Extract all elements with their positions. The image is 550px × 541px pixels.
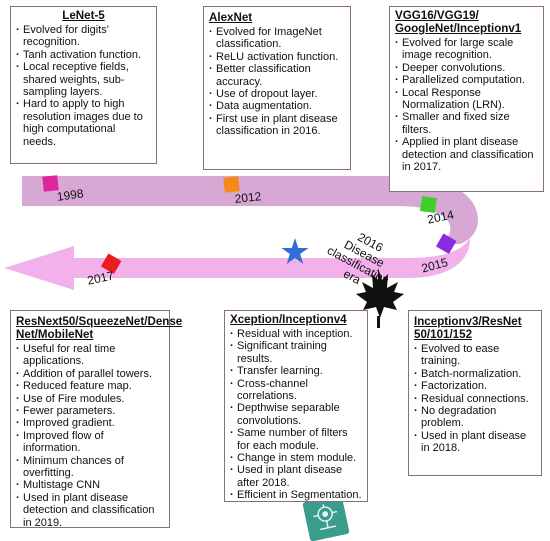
- box-vgg-item: Evolved for large scale image recognitio…: [395, 37, 538, 62]
- box-alexnet-title: AlexNet: [209, 11, 253, 24]
- box-lenet-item: Tanh activation function.: [16, 49, 151, 62]
- box-vgg-title: VGG16/VGG19/ GoogleNet/Inceptionv1: [395, 9, 522, 35]
- box-inceptionv3-item: Factorization.: [414, 380, 536, 393]
- box-alexnet-list: Evolved for ImageNet classification. ReL…: [209, 26, 345, 138]
- box-xception-item: Same number of filters for each module.: [230, 427, 362, 452]
- box-inceptionv3-list: Evolved to ease training. Batch-normaliz…: [414, 343, 536, 455]
- year-label-2012: 2012: [234, 189, 263, 206]
- box-lenet-item: Evolved for digits' recognition.: [16, 24, 151, 49]
- star-icon: [281, 238, 309, 264]
- box-xception-title: Xception/Inceptionv4: [230, 313, 347, 326]
- box-resnext: ResNext50/SqueezeNet/Dense Net/MobileNet…: [10, 310, 183, 529]
- box-resnext-item: Fewer parameters.: [16, 405, 164, 418]
- box-xception-item: Efficient in Segmentation.: [230, 489, 362, 502]
- box-resnext-title: ResNext50/SqueezeNet/Dense Net/MobileNet: [16, 315, 183, 341]
- marker-2017: [100, 253, 122, 274]
- box-alexnet-item: Use of dropout layer.: [209, 88, 345, 101]
- box-resnext-item: Reduced feature map.: [16, 380, 164, 393]
- box-resnext-item: Addition of parallel towers.: [16, 368, 164, 381]
- box-alexnet-item: ReLU activation function.: [209, 51, 345, 64]
- box-xception: Xception/Inceptionv4 Residual with incep…: [224, 310, 368, 502]
- box-xception-item: Change in stem module.: [230, 452, 362, 465]
- maple-leaf-icon: [356, 268, 404, 328]
- box-inceptionv3-item: Evolved to ease training.: [414, 343, 536, 368]
- box-vgg-list: Evolved for large scale image recognitio…: [395, 37, 538, 173]
- box-resnext-item: Improved gradient.: [16, 417, 164, 430]
- box-vgg-item: Parallelized computation.: [395, 74, 538, 87]
- box-alexnet-item: First use in plant disease classificatio…: [209, 113, 345, 138]
- box-xception-item: Used in plant disease after 2018.: [230, 464, 362, 489]
- box-inceptionv3: Inceptionv3/ResNet 50/101/152 Evolved to…: [408, 310, 542, 476]
- ai-chip-icon: [302, 494, 350, 541]
- box-resnext-item: Improved flow of information.: [16, 430, 164, 455]
- box-xception-list: Residual with inception. Significant tra…: [230, 328, 362, 502]
- box-vgg-item: Deeper convolutions.: [395, 62, 538, 75]
- box-alexnet: AlexNet Evolved for ImageNet classificat…: [203, 6, 351, 170]
- box-lenet: LeNet-5 Evolved for digits' recognition.…: [10, 6, 157, 164]
- marker-2015: [435, 233, 457, 254]
- box-resnext-item: Multistage CNN: [16, 479, 164, 492]
- box-resnext-item: Use of Fire modules.: [16, 393, 164, 406]
- box-vgg-item: Applied in plant disease detection and c…: [395, 136, 538, 173]
- box-lenet-item: Hard to apply to high resolution images …: [16, 98, 151, 148]
- timeline-arrow: [4, 238, 470, 290]
- box-xception-item: Significant training results.: [230, 340, 362, 365]
- box-xception-item: Cross-channel correlations.: [230, 378, 362, 403]
- box-inceptionv3-item: Batch-normalization.: [414, 368, 536, 381]
- box-vgg: VGG16/VGG19/ GoogleNet/Inceptionv1 Evolv…: [389, 6, 544, 192]
- box-alexnet-item: Evolved for ImageNet classification.: [209, 26, 345, 51]
- marker-1998: [42, 175, 59, 192]
- marker-2014: [419, 196, 437, 214]
- box-vgg-item: Local Response Normalization (LRN).: [395, 87, 538, 112]
- marker-2012: [223, 176, 240, 193]
- box-resnext-list: Useful for real time applications. Addit…: [16, 343, 164, 529]
- box-lenet-item: Local receptive fields, shared weights, …: [16, 61, 151, 98]
- box-inceptionv3-item: Used in plant disease in 2018.: [414, 430, 536, 455]
- box-resnext-item: Used in plant disease detection and clas…: [16, 492, 164, 529]
- box-lenet-title: LeNet-5: [62, 9, 105, 22]
- box-vgg-item: Smaller and fixed size filters.: [395, 111, 538, 136]
- box-alexnet-item: Data augmentation.: [209, 100, 345, 113]
- box-inceptionv3-item: Residual connections.: [414, 393, 536, 406]
- box-xception-item: Transfer learning.: [230, 365, 362, 378]
- box-resnext-item: Minimum chances of overfitting.: [16, 455, 164, 480]
- box-inceptionv3-title: Inceptionv3/ResNet 50/101/152: [414, 315, 522, 341]
- box-xception-item: Residual with inception.: [230, 328, 362, 341]
- box-alexnet-item: Better classification accuracy.: [209, 63, 345, 88]
- timeline-upper-band: [22, 176, 478, 244]
- box-resnext-item: Useful for real time applications.: [16, 343, 164, 368]
- box-inceptionv3-item: No degradation problem.: [414, 405, 536, 430]
- box-xception-item: Depthwise separable convolutions.: [230, 402, 362, 427]
- box-lenet-list: Evolved for digits' recognition. Tanh ac…: [16, 24, 151, 148]
